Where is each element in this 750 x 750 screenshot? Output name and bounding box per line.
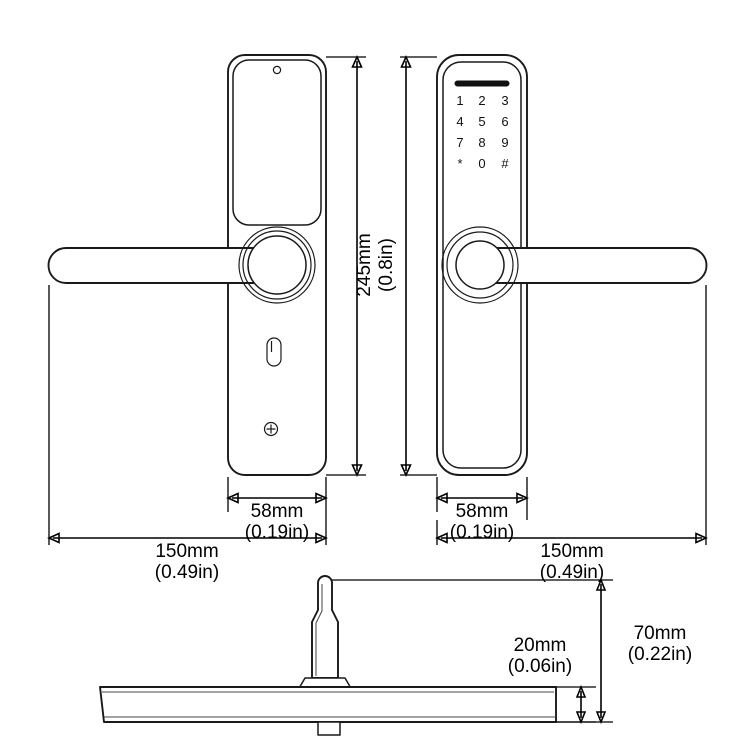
view-front-left <box>47 54 327 476</box>
dimension-58mm-right-value: 58mm <box>456 501 509 522</box>
keypad-key-1[interactable]: 1 <box>456 93 463 108</box>
fingerprint-reader-icon <box>455 240 505 290</box>
camera-icon <box>272 65 282 75</box>
dimension-150mm-right-value: 150mm <box>540 541 603 562</box>
spindle-inner-line <box>315 584 323 676</box>
keypad-key-7[interactable]: 7 <box>456 135 463 150</box>
dimension-58mm-left-inch: (0.19in) <box>245 522 309 543</box>
keypad-key-star[interactable]: * <box>457 156 462 171</box>
dimension-width-150-right: 150mm (0.49in) <box>435 285 708 583</box>
view-bottom-section <box>99 575 557 736</box>
dimension-height-245: 245mm (0.8in) <box>326 55 437 477</box>
dimension-width-150-left: 150mm (0.49in) <box>47 285 328 583</box>
dimension-20mm-value: 20mm <box>514 635 567 656</box>
dimension-height-70: 70mm (0.22in) <box>332 577 692 725</box>
display-screen <box>232 59 322 226</box>
keypad-key-hash[interactable]: # <box>501 156 509 171</box>
dimension-245mm-value: 245mm <box>354 233 375 296</box>
base-plate-tab <box>317 721 341 736</box>
keypad-key-8[interactable]: 8 <box>478 135 485 150</box>
dimension-58mm-right-inch: (0.19in) <box>450 522 514 543</box>
dimension-thickness-20: 20mm (0.06in) <box>508 635 596 725</box>
view-front-right: 1 2 3 4 5 6 7 8 9 * 0 # <box>436 54 708 476</box>
fingerprint-ring-outer <box>441 226 519 304</box>
left-handle-lever <box>47 247 280 284</box>
dimension-width-58-right: 58mm (0.19in) <box>435 477 529 543</box>
handle-rose-inner <box>247 235 307 295</box>
keyhole-icon <box>266 337 282 367</box>
dimension-150mm-left-value: 150mm <box>155 541 218 562</box>
screw-icon <box>263 421 279 437</box>
keypad-key-4[interactable]: 4 <box>456 114 463 129</box>
indicator-bar <box>454 80 510 87</box>
handle-rose-mid <box>242 230 312 300</box>
screw-cross-icon <box>266 424 276 434</box>
handle-rose-outer <box>238 226 316 304</box>
dimension-20mm-inch: (0.06in) <box>508 656 572 677</box>
keypad-key-5[interactable]: 5 <box>478 114 485 129</box>
keypad[interactable]: 1 2 3 4 5 6 7 8 9 * 0 # <box>456 93 509 171</box>
keypad-key-2[interactable]: 2 <box>478 93 485 108</box>
dimension-70mm-value: 70mm <box>634 623 687 644</box>
dimension-150mm-left-inch: (0.49in) <box>155 562 219 583</box>
dimension-70mm-inch: (0.22in) <box>628 644 692 665</box>
keypad-key-9[interactable]: 9 <box>501 135 508 150</box>
keypad-key-3[interactable]: 3 <box>501 93 508 108</box>
dimension-245mm-inch: (0.8in) <box>376 238 397 292</box>
fingerprint-ring-mid <box>446 231 514 299</box>
keypad-key-6[interactable]: 6 <box>501 114 508 129</box>
dimension-58mm-left-value: 58mm <box>251 501 304 522</box>
right-handle-lever <box>475 247 708 284</box>
dimension-width-58-left: 58mm (0.19in) <box>226 477 328 543</box>
keypad-key-0[interactable]: 0 <box>478 156 485 171</box>
dimension-150mm-right-inch: (0.49in) <box>540 562 604 583</box>
